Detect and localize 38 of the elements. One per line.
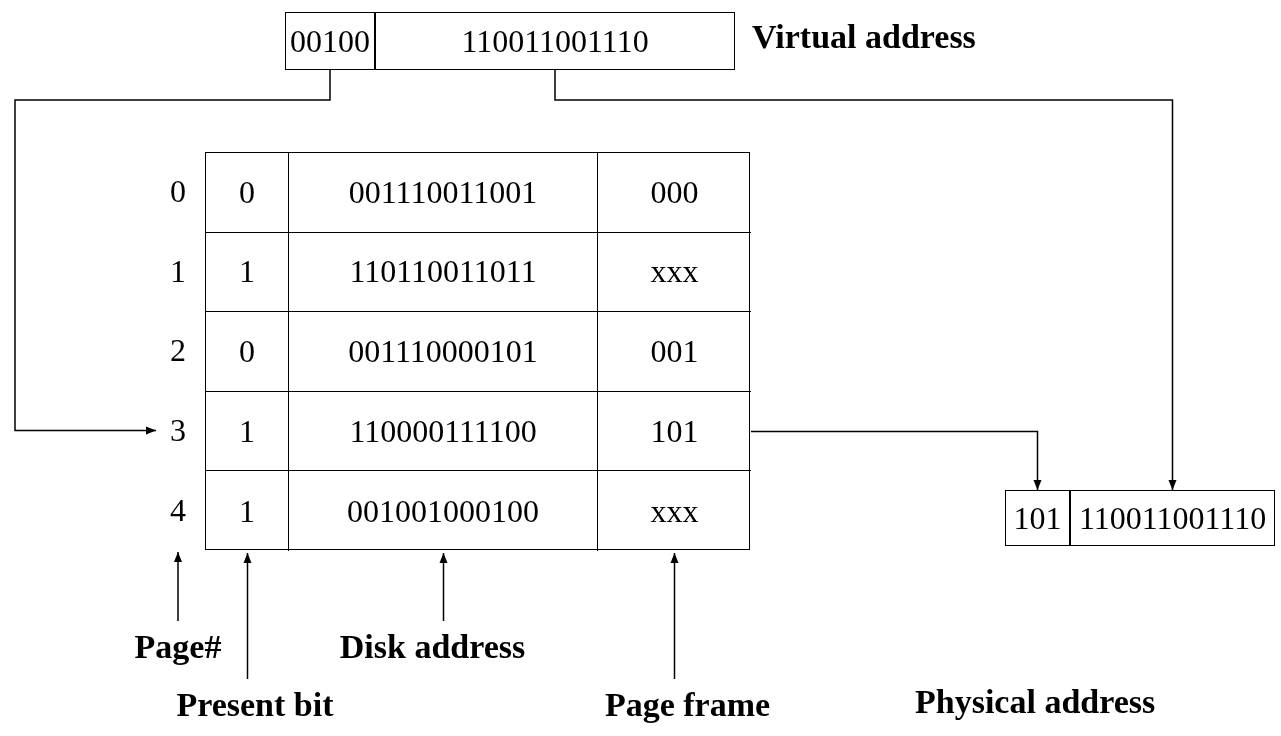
table-cell: 1 <box>206 391 289 472</box>
row-number: 1 <box>158 231 198 312</box>
frame-number-field: 101 <box>1005 490 1070 546</box>
arrow <box>670 552 679 680</box>
arrow <box>750 430 1042 491</box>
column-label: Disk address <box>295 625 570 669</box>
column-label: Page# <box>108 625 248 669</box>
column-label: Page frame <box>565 683 810 727</box>
arrow <box>14 69 331 435</box>
table-cell: 1 <box>206 232 289 313</box>
arrow <box>554 69 1177 491</box>
table-cell: 110110011011 <box>289 232 598 313</box>
address-caption: Virtual address <box>752 18 976 56</box>
arrow <box>439 552 448 622</box>
page-number-field: 00100 <box>285 12 375 70</box>
arrow <box>173 551 183 622</box>
column-label: Present bit <box>135 683 375 727</box>
table-cell: 0 <box>206 312 289 392</box>
row-number: 4 <box>158 470 198 550</box>
table-cell: 110000111100 <box>289 391 598 472</box>
row-number: 2 <box>158 311 198 391</box>
row-number: 0 <box>158 152 198 232</box>
page-table <box>205 152 750 550</box>
arrow <box>243 552 252 680</box>
row-number: 3 <box>158 390 198 471</box>
table-cell: 001 <box>598 312 751 392</box>
table-cell: 0 <box>206 153 289 233</box>
table-cell: xxx <box>598 232 751 313</box>
table-cell: 001110011001 <box>289 153 598 233</box>
offset-field: 110011001110 <box>375 12 735 70</box>
address-caption: Physical address <box>915 683 1156 721</box>
offset-field: 110011001110 <box>1070 490 1275 546</box>
table-cell: 001001000100 <box>289 471 598 551</box>
table-cell: 1 <box>206 471 289 551</box>
table-cell: xxx <box>598 471 751 551</box>
table-cell: 001110000101 <box>289 312 598 392</box>
table-cell: 101 <box>598 391 751 472</box>
table-cell: 000 <box>598 153 751 233</box>
